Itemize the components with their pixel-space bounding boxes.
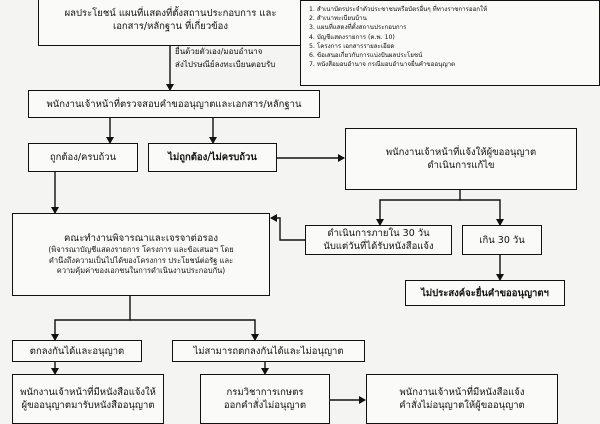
over-30-label: เกิน 30 วัน xyxy=(479,234,525,246)
agree-label: ตกลงกันได้และอนุญาต xyxy=(29,345,125,357)
document-item: 4. บัญชีแสดงรายการ (ค.พ. 10) xyxy=(309,33,395,41)
note-line-2: ส่งไปรษณีย์ลงทะเบียนตอบรับ xyxy=(175,60,276,69)
document-item: 1. สำเนาบัตรประจำตัวประชาชนหรือบัตรอื่นๆ… xyxy=(309,6,488,13)
notify-refusal-line-1: พนักงานเจ้าหน้าที่มีหนังสือแจ้ง xyxy=(399,387,525,398)
officer-check-label: พนักงานเจ้าหน้าที่ตรวจสอบคำขออนุญาตและเอ… xyxy=(46,98,302,110)
within-30-line-2: นับแต่วันที่ได้รับหนังสือแจ้ง xyxy=(323,241,434,252)
notify-fix-box: พนักงานเจ้าหน้าที่แจ้งให้ผู้ขออนุญาต ดำเ… xyxy=(345,128,577,190)
submission-documents-box: ผลประโยชน์ แผนที่แสดงที่ตั้งสถานประกอบกา… xyxy=(38,0,303,46)
incorrect-incomplete-label: ไม่ถูกต้อง/ไม่ครบถ้วน xyxy=(168,152,257,163)
required-documents-list: 1. สำเนาบัตรประจำตัวประชาชนหรือบัตรอื่นๆ… xyxy=(300,0,600,86)
document-item: 5. โครงการ เอกสารรายละเอียด xyxy=(309,42,395,50)
notify-receive-permit-box: พนักงานเจ้าหน้าที่มีหนังสือแจ้งให้ ผู้ขอ… xyxy=(12,374,164,424)
over-30-days-box: เกิน 30 วัน xyxy=(462,225,542,255)
submission-method-note: ยื่นด้วยตัวเอง/มอบอำนาจ ส่งไปรษณีย์ลงทะเ… xyxy=(175,45,275,71)
notify-refusal-box: พนักงานเจ้าหน้าที่มีหนังสือแจ้ง คำสั่งไม… xyxy=(366,374,558,424)
within-30-line-1: ดำเนินการภายใน 30 วัน xyxy=(327,228,430,239)
notify-fix-line-1: พนักงานเจ้าหน้าที่แจ้งให้ผู้ขออนุญาต xyxy=(385,147,537,158)
document-item: 6. ข้อเสนอเกี่ยวกับการแบ่งปันผลประโยชน์ xyxy=(309,52,423,60)
department-order-line-2: ออกคำสั่งไม่อนุญาต xyxy=(223,400,307,411)
document-item: 3. แผนที่แสดงที่ตั้งสถานประกอบการ xyxy=(309,24,407,32)
disagree-label: ไม่สามารถตกลงกันได้และไม่อนุญาต xyxy=(193,345,344,357)
notify-receive-line-2: ผู้ขออนุญาตมารับหนังสืออนุญาต xyxy=(21,400,155,411)
department-order-line-1: กรมวิชาการเกษตร xyxy=(226,387,304,398)
document-item: 7. หนังสือมอบอำนาจ กรณีมอบอำนาจยื่นคำขออ… xyxy=(309,61,456,69)
committee-detail-2: คำนึงถึงความเป็นไปได้ของโครงการ ประโยชน์… xyxy=(48,255,234,265)
disagree-box: ไม่สามารถตกลงกันได้และไม่อนุญาต xyxy=(172,340,365,362)
committee-detail-1: (พิจารณาบัญชีแสดงรายการ โครงการ และข้อเส… xyxy=(48,245,234,255)
committee-detail-3: ความคุ้มค่าของเอกชนในการดำเนินงานประกอบก… xyxy=(56,266,226,276)
no-intent-box: ไม่ประสงค์จะยื่นคำขออนุญาตฯ xyxy=(405,280,565,306)
within-30-days-box: ดำเนินการภายใน 30 วัน นับแต่วันที่ได้รับ… xyxy=(305,225,452,255)
no-intent-label: ไม่ประสงค์จะยื่นคำขออนุญาตฯ xyxy=(421,287,549,299)
committee-title: คณะทำงานพิจารณาและเจรจาต่อรอง xyxy=(64,233,218,245)
document-item: 2. สำเนาทะเบียนบ้าน xyxy=(309,15,367,23)
note-line-1: ยื่นด้วยตัวเอง/มอบอำนาจ xyxy=(175,47,263,56)
committee-box: คณะทำงานพิจารณาและเจรจาต่อรอง (พิจารณาบั… xyxy=(12,213,270,296)
officer-check-box: พนักงานเจ้าหน้าที่ตรวจสอบคำขออนุญาตและเอ… xyxy=(28,90,320,118)
agree-box: ตกลงกันได้และอนุญาต xyxy=(12,340,142,362)
top-box-line-2: เอกสาร/หลักฐาน ที่เกี่ยวข้อง xyxy=(112,21,229,32)
top-box-line-1: ผลประโยชน์ แผนที่แสดงที่ตั้งสถานประกอบกา… xyxy=(64,8,277,19)
notify-receive-line-1: พนักงานเจ้าหน้าที่มีหนังสือแจ้งให้ xyxy=(20,387,156,398)
correct-complete-box: ถูกต้อง/ครบถ้วน xyxy=(28,143,138,172)
notify-refusal-line-2: คำสั่งไม่อนุญาตให้ผู้ขออนุญาต xyxy=(399,400,525,411)
correct-complete-label: ถูกต้อง/ครบถ้วน xyxy=(49,152,117,163)
notify-fix-line-2: ดำเนินการแก้ไข xyxy=(427,160,495,171)
incorrect-incomplete-box: ไม่ถูกต้อง/ไม่ครบถ้วน xyxy=(148,143,277,172)
